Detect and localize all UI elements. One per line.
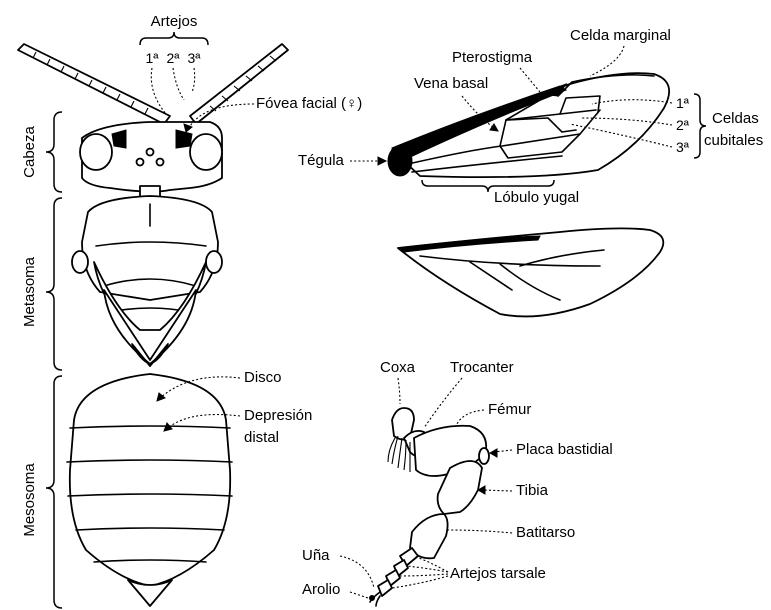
- jugal-lobe-label: Lóbulo yugal: [494, 189, 579, 206]
- antenna-seg3-label: 3ª: [188, 50, 202, 66]
- cubital-cell3-label: 3ª: [676, 139, 690, 155]
- cubital-cells-label-2: cubitales: [704, 132, 763, 149]
- left-tegula: [72, 251, 88, 273]
- bee-body: [18, 44, 288, 606]
- ocellus: [137, 159, 144, 166]
- tegula: [388, 146, 412, 176]
- facial-fovea-label: Fóvea facial (♀): [256, 95, 362, 112]
- mesosoma-brace: [46, 376, 62, 608]
- hind-wing: [398, 228, 663, 316]
- distal-depression-label-2: distal: [244, 429, 279, 446]
- head-brace: [46, 112, 62, 192]
- coxa-label: Coxa: [380, 359, 416, 376]
- body-region-braces: [46, 112, 62, 608]
- antenna-seg1-label: 1ª: [146, 50, 160, 66]
- right-tegula: [206, 251, 222, 273]
- disc-label: Disco: [244, 369, 282, 386]
- metasoma-label: Metasoma: [21, 256, 38, 327]
- cubital-cells-label-1: Celdas: [712, 110, 759, 127]
- basitarsus-label: Batitarso: [516, 524, 575, 541]
- right-compound-eye: [190, 134, 222, 170]
- femur-label: Fémur: [488, 401, 531, 418]
- right-antenna: [190, 44, 288, 124]
- trochanter-label: Trocanter: [450, 359, 514, 376]
- head: [80, 122, 222, 192]
- mesosoma-label: Mesosoma: [21, 463, 38, 537]
- basitibial-plate-label: Placa bastidial: [516, 441, 613, 458]
- ocellus: [147, 149, 154, 156]
- cubital-cell1-label: 1ª: [676, 95, 690, 111]
- distal-depression-label-1: Depresión: [244, 407, 312, 424]
- arolium-label: Arolio: [302, 581, 340, 598]
- cubital-cell2-label: 2ª: [676, 117, 690, 133]
- tegula-label: Tégula: [298, 152, 345, 169]
- head-label: Cabeza: [21, 125, 38, 177]
- basitibial-plate: [479, 448, 489, 464]
- marginal-cell-label: Celda marginal: [570, 27, 671, 44]
- tibia-label: Tibia: [516, 482, 549, 499]
- thorax: [72, 186, 222, 366]
- antenna-segments-brace: [140, 32, 208, 45]
- metasoma-brace: [46, 198, 62, 370]
- antenna-segments-label: Artejos: [151, 13, 198, 30]
- arolium: [370, 596, 375, 601]
- antenna-seg2-label: 2ª: [167, 50, 181, 66]
- abdomen: [67, 374, 232, 606]
- left-compound-eye: [80, 134, 112, 170]
- ocellus: [157, 159, 164, 166]
- basal-vein-label: Vena basal: [414, 75, 488, 92]
- claw-label: Uña: [302, 547, 330, 564]
- pterostigma-label: Pterostigma: [452, 49, 533, 66]
- tarsal-segments-label: Artejos tarsale: [450, 565, 546, 582]
